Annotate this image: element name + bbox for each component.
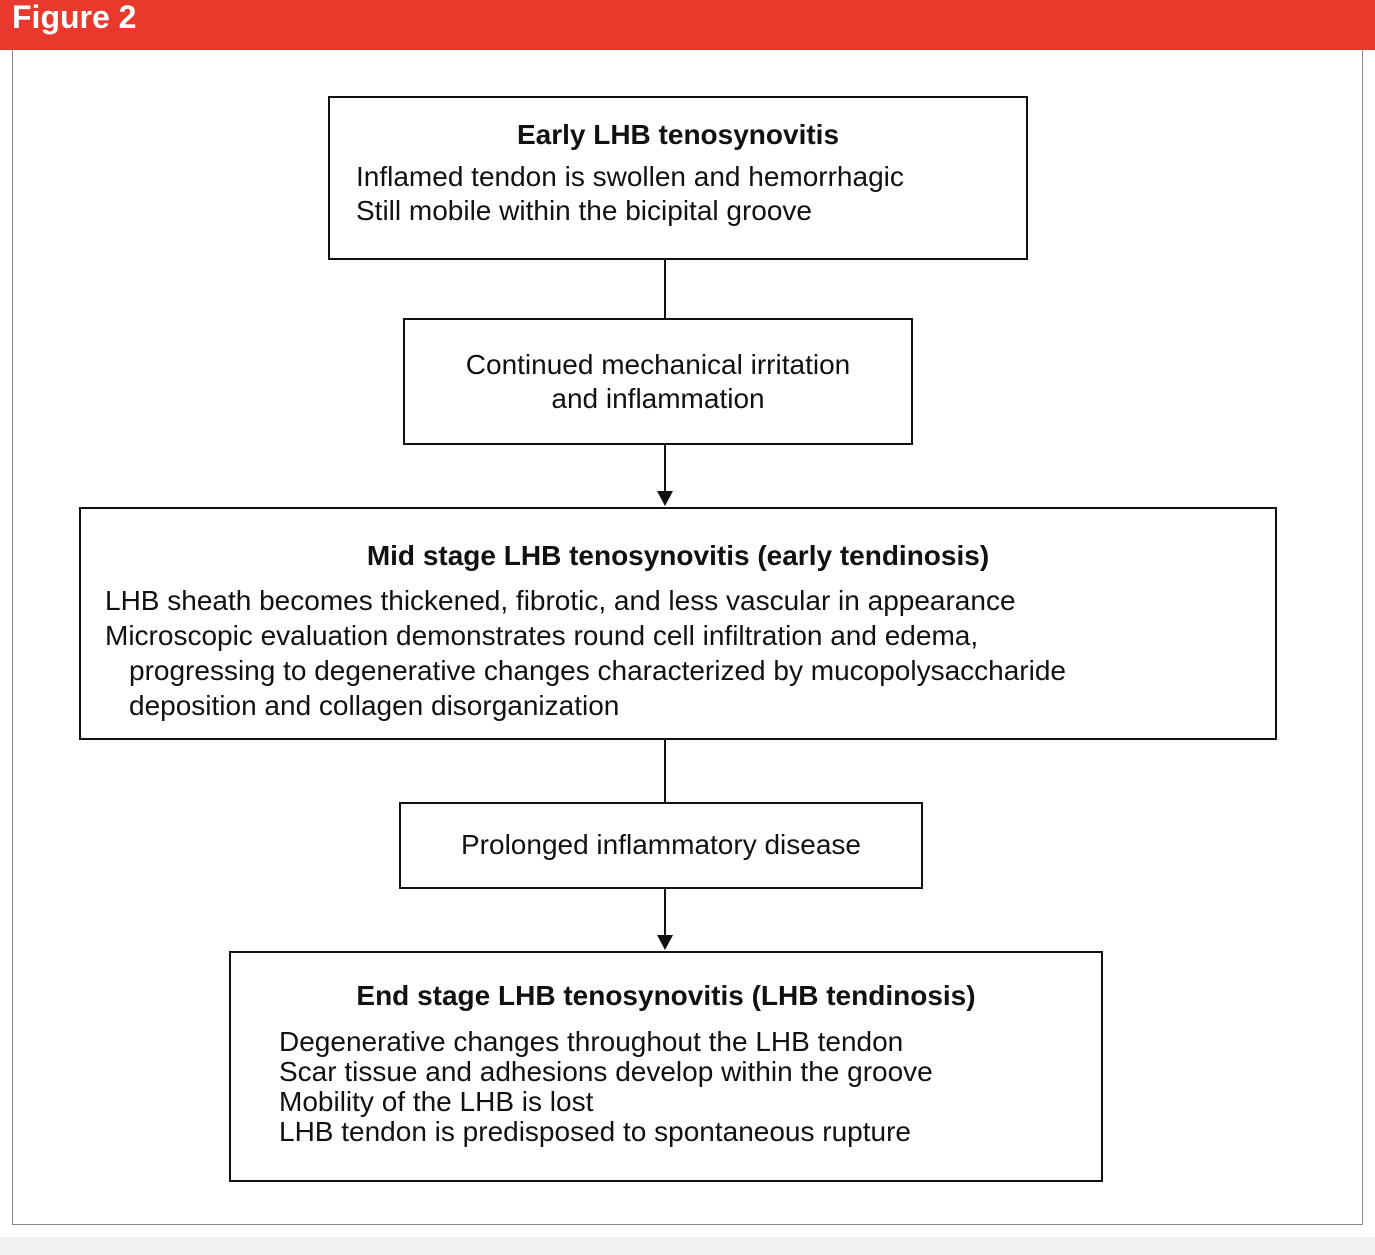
arrowhead-to-mid [657,491,673,506]
mid-stage-box: Mid stage LHB tenosynovitis (early tendi… [79,507,1277,740]
mid-stage-title: Mid stage LHB tenosynovitis (early tendi… [366,540,990,571]
early-stage-title: Early LHB tenosynovitis [516,119,840,150]
transition2-line: Prolonged inflammatory disease [461,829,861,860]
mid-stage-line: deposition and collagen disorganization [129,690,620,721]
transition1-line: Continued mechanical irritation [465,349,851,380]
transition1-line: and inflammation [551,383,765,414]
arrowhead-to-end [657,935,673,950]
mid-stage-line: Microscopic evaluation demonstrates roun… [105,620,979,651]
early-stage-line: Inflamed tendon is swollen and hemorrhag… [356,161,904,192]
end-stage-line: Mobility of the LHB is lost [279,1086,594,1117]
end-stage-box: End stage LHB tenosynovitis (LHB tendino… [229,951,1103,1182]
figure-frame [12,49,1363,1225]
end-stage-line: LHB tendon is predisposed to spontaneous… [279,1116,911,1147]
mid-stage-line: LHB sheath becomes thickened, fibrotic, … [105,585,1016,616]
transition-box-mechanical-irritation: Continued mechanical irritation and infl… [403,318,913,445]
end-stage-line: Degenerative changes throughout the LHB … [279,1026,904,1057]
end-stage-title: End stage LHB tenosynovitis (LHB tendino… [356,980,976,1011]
footer-band [0,1237,1375,1255]
figure-label: Figure 2 [0,0,1375,50]
early-stage-box: Early LHB tenosynovitis Inflamed tendon … [328,96,1028,260]
end-stage-line: Scar tissue and adhesions develop within… [279,1056,933,1087]
mid-stage-line: progressing to degenerative changes char… [129,655,1066,686]
transition-box-prolonged-disease: Prolonged inflammatory disease [399,802,923,889]
early-stage-line: Still mobile within the bicipital groove [356,195,812,226]
